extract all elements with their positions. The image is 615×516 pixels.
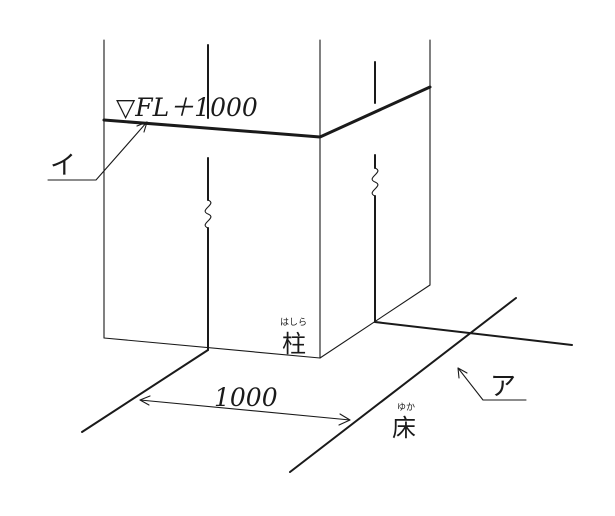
callout-i-leader xyxy=(47,121,148,181)
level-marker-label: ▽FL＋1000 xyxy=(116,93,258,122)
callout-i-label: イ xyxy=(50,151,76,181)
pillar-kanji: 柱 xyxy=(282,330,306,358)
callout-a-leader xyxy=(457,367,527,401)
callout-a-arrow xyxy=(457,367,468,379)
callout-i-arrow xyxy=(136,121,148,133)
dimension-arrow-right xyxy=(338,413,351,426)
floor-line-front xyxy=(81,349,209,433)
floor-ruby: ゆか xyxy=(397,402,415,413)
dimension-arrow-left xyxy=(139,395,151,406)
callout-a-label: ア xyxy=(490,372,516,402)
level-line xyxy=(102,85,432,139)
pillar-ruby: はしら xyxy=(280,317,307,328)
floor-kanji: 床 xyxy=(392,414,416,442)
dimension-label: 1000 xyxy=(214,383,278,412)
floor-line-side xyxy=(374,321,573,346)
pillar-bottom-front-edge xyxy=(103,337,321,359)
dimension-line xyxy=(139,399,351,421)
break-mark-side xyxy=(371,167,379,197)
floor-line-ア xyxy=(289,297,517,473)
break-mark-front xyxy=(204,199,212,229)
